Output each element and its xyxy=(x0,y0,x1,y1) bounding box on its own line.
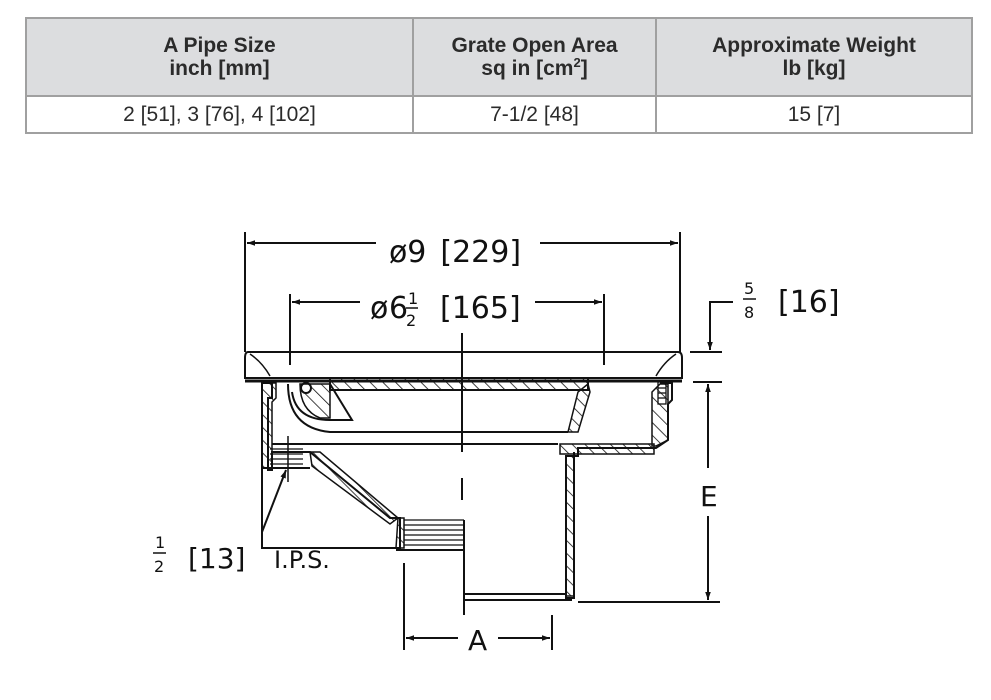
outer-diameter-dimension xyxy=(244,232,681,352)
frac-num: 5 xyxy=(744,279,754,298)
grate-thickness-label: 5 8 [16] xyxy=(743,279,840,322)
trap-primer-label: 1 2 [13] I.P.S. xyxy=(153,533,330,576)
header-unit-text: sq in [cm xyxy=(481,57,574,80)
frac-den: 2 xyxy=(406,311,416,330)
thickness-metric: [16] xyxy=(778,285,840,320)
screw-icon xyxy=(652,380,672,405)
superscript: 2 xyxy=(573,55,581,70)
header-unit: lb [kg] xyxy=(782,57,846,80)
frac-num: 1 xyxy=(155,533,165,552)
header-line: Grate Open Area xyxy=(451,34,618,57)
inner-whole: 6 xyxy=(389,291,408,326)
cell-pipe-size: 2 [51], 3 [76], 4 [102] xyxy=(25,95,414,134)
trap-primer-thread xyxy=(270,448,303,465)
table-row: 2 [51], 3 [76], 4 [102] 7-1/2 [48] 15 [7… xyxy=(25,95,973,134)
leader-arrow xyxy=(261,469,287,533)
header-pipe-size: A Pipe Size inch [mm] xyxy=(25,17,414,97)
height-dimension xyxy=(578,384,720,603)
inner-diameter-label: ø 6 1 2 [165] xyxy=(370,289,521,330)
header-line: A Pipe Size xyxy=(163,34,276,57)
spec-table: A Pipe Size inch [mm] Grate Open Area sq… xyxy=(25,17,973,134)
height-label: E xyxy=(700,480,718,513)
side-outlet-thread xyxy=(404,519,464,546)
grate xyxy=(244,351,683,391)
header-grate-open-area: Grate Open Area sq in [cm2] xyxy=(412,17,657,97)
drain-body xyxy=(261,380,673,615)
inner-diameter-dimension xyxy=(289,294,605,365)
inner-metric: [165] xyxy=(440,291,521,326)
pipe-size-dimension xyxy=(403,563,553,650)
trap-suffix: I.P.S. xyxy=(274,546,330,574)
cell-weight: 15 [7] xyxy=(655,95,973,134)
header-unit-end: ] xyxy=(580,57,588,80)
diameter-symbol: ø xyxy=(370,291,388,326)
header-weight: Approximate Weight lb [kg] xyxy=(655,17,973,97)
cell-open-area: 7-1/2 [48] xyxy=(412,95,657,134)
pipe-size-label: A xyxy=(468,624,487,657)
trap-metric: [13] xyxy=(188,542,245,575)
header-unit: sq in [cm2] xyxy=(414,55,655,80)
frac-den: 2 xyxy=(154,557,164,576)
table-header-row: A Pipe Size inch [mm] Grate Open Area sq… xyxy=(25,17,973,97)
outer-diameter-label: ø9[229] xyxy=(389,235,521,270)
frac-den: 8 xyxy=(744,303,754,322)
frac-num: 1 xyxy=(408,289,418,308)
grate-thickness-dimension xyxy=(690,301,733,383)
header-line: Approximate Weight xyxy=(712,34,916,57)
header-unit: inch [mm] xyxy=(169,57,270,80)
